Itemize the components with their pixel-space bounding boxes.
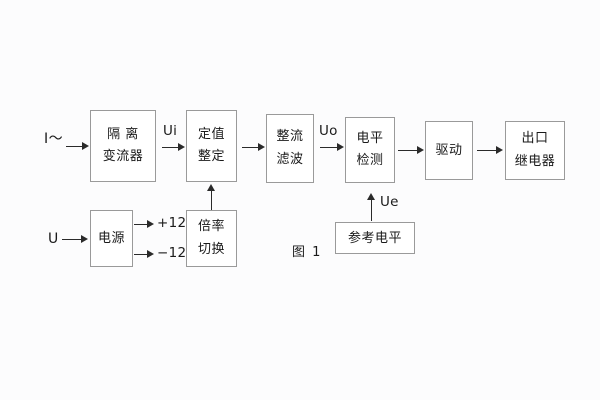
block-reference-level-line1: 参考电平 (347, 230, 402, 246)
block-level-detect-line2: 检测 (356, 153, 384, 168)
arrowhead-setting-to-rectify (258, 143, 265, 151)
input-label-current: I～ (44, 131, 64, 147)
block-isolating-transformer-line1: 隔 离 (107, 126, 139, 142)
block-rectify-filter: 整流 滤波 (266, 114, 314, 183)
input-label-voltage: U (48, 231, 59, 247)
block-level-detect-line1: 电平 (356, 130, 384, 146)
connector-voltage-lead (62, 239, 82, 240)
block-setting-value: 定值 整定 (186, 110, 237, 182)
connector-rectify-to-level (320, 147, 337, 148)
arrowhead-rectify-to-level (337, 143, 344, 151)
arrowhead-drive-to-relay (496, 146, 503, 154)
arrowhead-isolator-to-setting (178, 143, 185, 151)
block-output-relay-line2: 继电器 (514, 153, 556, 169)
block-level-detect: 电平 检测 (345, 117, 395, 183)
arrowhead-rail-plus12v (147, 220, 154, 228)
connector-reference-to-level (371, 199, 372, 221)
arrowhead-voltage-to-power (81, 235, 88, 243)
connector-rail-plus12v (134, 224, 149, 225)
signal-label-uo: Uo (319, 123, 338, 139)
arrowhead-current-to-isolator (82, 142, 89, 150)
block-ratio-switch-line2: 切换 (197, 241, 225, 257)
arrowhead-reference-to-level (367, 193, 375, 200)
block-power-supply-line1: 电源 (97, 231, 125, 246)
block-reference-level: 参考电平 (335, 222, 415, 254)
block-output-relay-line1: 出口 (521, 131, 549, 147)
block-power-supply: 电源 (90, 210, 133, 267)
connector-setting-to-rectify (242, 147, 259, 148)
arrowhead-level-to-drive (417, 146, 424, 154)
signal-label-ue: Ue (380, 194, 399, 210)
connector-drive-to-relay (477, 150, 497, 151)
block-drive-line1: 驱动 (435, 143, 463, 158)
block-ratio-switch: 倍率 切换 (186, 210, 237, 267)
rail-label-plus-12v: +12V (157, 215, 196, 231)
block-ratio-switch-line1: 倍率 (197, 219, 225, 235)
block-isolating-transformer: 隔 离 变流器 (90, 110, 156, 182)
block-output-relay: 出口 继电器 (505, 121, 565, 180)
connector-current-lead (66, 146, 82, 147)
block-rectify-filter-line2: 滤波 (276, 151, 304, 167)
arrowhead-rail-minus12v (147, 250, 154, 258)
arrowhead-ratio-to-setting (207, 184, 215, 191)
block-isolating-transformer-line2: 变流器 (102, 149, 144, 164)
connector-ratio-to-setting (211, 190, 212, 210)
block-setting-value-line1: 定值 (197, 126, 225, 142)
connector-level-to-drive (398, 150, 418, 151)
block-drive: 驱动 (425, 121, 473, 180)
block-setting-value-line2: 整定 (197, 149, 225, 164)
rail-label-minus-12v: −12V (157, 245, 196, 261)
connector-isolator-to-setting (162, 147, 179, 148)
block-rectify-filter-line1: 整流 (276, 129, 304, 145)
signal-label-ui: Ui (163, 123, 178, 139)
figure-caption: 图 1 (292, 245, 322, 260)
connector-rail-minus12v (134, 254, 149, 255)
